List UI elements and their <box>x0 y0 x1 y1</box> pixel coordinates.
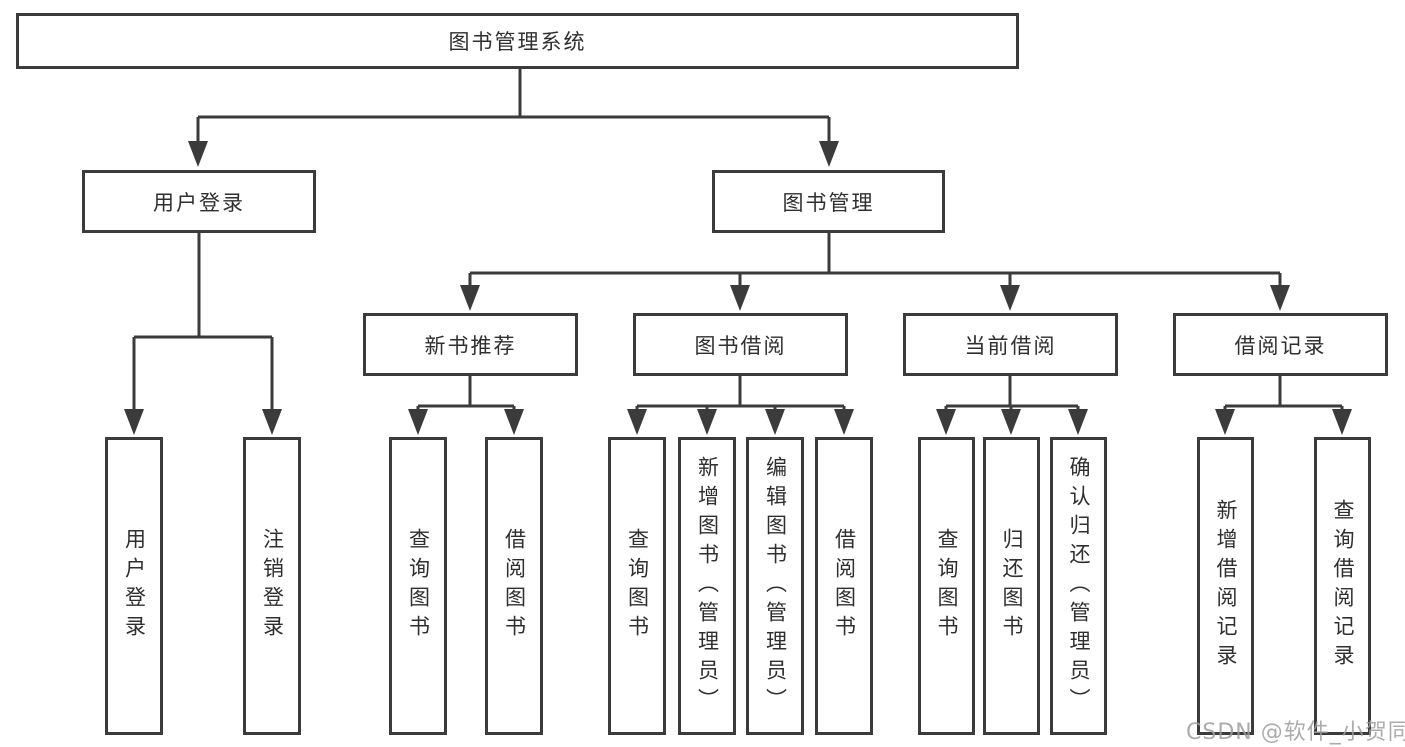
node-book-management: 图书管理 <box>712 170 945 233</box>
leaf-borrow-edit-books-admin: 编辑图书（管理员） <box>746 437 804 735</box>
leaf-recommend-borrow-books: 借阅图书 <box>485 437 543 735</box>
leaf-current-confirm-return-admin: 确认归还（管理员） <box>1050 437 1107 735</box>
node-book-borrow: 图书借阅 <box>633 313 848 376</box>
leaf-borrow-borrow-books: 借阅图书 <box>815 437 873 735</box>
csdn-watermark: CSDN @软件_小贺同学 <box>1186 720 1405 745</box>
leaf-user-login: 用户登录 <box>105 437 163 735</box>
node-current-borrow: 当前借阅 <box>903 313 1118 376</box>
node-new-book-recommend: 新书推荐 <box>363 313 578 376</box>
node-user-login: 用户登录 <box>82 170 316 233</box>
leaf-logout: 注销登录 <box>243 437 301 735</box>
leaf-borrow-query-books: 查询图书 <box>608 437 666 735</box>
leaf-current-query-books: 查询图书 <box>918 437 975 735</box>
node-root-system: 图书管理系统 <box>16 13 1019 69</box>
node-borrow-records: 借阅记录 <box>1173 313 1388 376</box>
leaf-records-add-record: 新增借阅记录 <box>1197 437 1254 735</box>
leaf-recommend-query-books: 查询图书 <box>389 437 447 735</box>
leaf-borrow-add-books-admin: 新增图书（管理员） <box>678 437 736 735</box>
leaf-current-return-books: 归还图书 <box>983 437 1040 735</box>
leaf-records-query-record: 查询借阅记录 <box>1314 437 1371 735</box>
